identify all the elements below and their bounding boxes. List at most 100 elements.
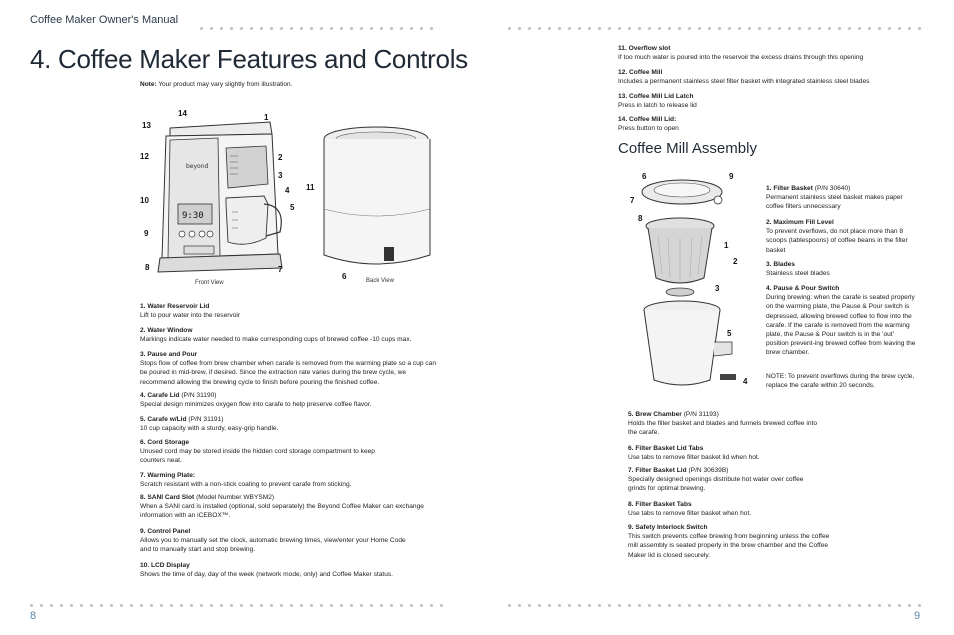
feature-6: 6. Cord Storage Unused cord may be store… — [140, 438, 400, 466]
front-callout-1: 1 — [264, 113, 269, 122]
dot — [708, 27, 711, 30]
feature-12: 12. Coffee Mill Includes a permanent sta… — [618, 68, 918, 86]
feature-3-desc: Stops flow of coffee from brew chamber w… — [140, 360, 437, 386]
dot — [150, 604, 153, 607]
feature-1-title: 1. Water Reservoir Lid — [140, 303, 210, 310]
dot — [350, 604, 353, 607]
dot — [868, 27, 871, 30]
assembly-item-3-desc: Stainless steel blades — [766, 270, 830, 278]
dot — [290, 604, 293, 607]
mill-part-5-title: 5. Brew Chamber — [628, 411, 682, 418]
assembly-note-desc: NOTE: To prevent overflows during the br… — [766, 373, 915, 390]
dot — [350, 27, 353, 30]
feature-6-desc: Unused cord may be stored inside the hid… — [140, 448, 375, 465]
dot — [420, 27, 423, 30]
dot — [798, 604, 801, 607]
dot — [828, 27, 831, 30]
brand-logo-text: beyond — [186, 163, 209, 170]
feature-7-title: 7. Warming Plate: — [140, 472, 196, 479]
assembly-item-4-desc: During brewing: when the carafe is seate… — [766, 294, 916, 357]
dot — [140, 604, 143, 607]
dot — [410, 27, 413, 30]
feature-13: 13. Coffee Mill Lid Latch Press in latch… — [618, 92, 918, 110]
dot — [60, 604, 63, 607]
dot — [718, 27, 721, 30]
front-callout-13: 13 — [142, 121, 151, 130]
dot — [628, 27, 631, 30]
mill-part-6-desc: Use tabs to remove filter basket lid whe… — [628, 454, 760, 462]
dot — [828, 604, 831, 607]
feature-2: 2. Water Window Markings indicate water … — [140, 326, 440, 344]
dot — [330, 604, 333, 607]
mill-callout-1: 1 — [724, 241, 729, 250]
front-callout-9: 9 — [144, 229, 149, 238]
dot — [240, 27, 243, 30]
mill-part-5: 5. Brew Chamber (P/N 31193) Holds the fi… — [628, 410, 828, 438]
dot — [440, 604, 443, 607]
dot — [608, 604, 611, 607]
dot — [528, 27, 531, 30]
front-view-caption: Front View — [195, 280, 224, 286]
dot — [688, 27, 691, 30]
front-callout-7: 7 — [278, 265, 283, 274]
dot — [818, 604, 821, 607]
note-text: Your product may vary slightly from illu… — [158, 81, 293, 88]
dot — [430, 27, 433, 30]
dot — [758, 27, 761, 30]
assembly-item-2-desc: To prevent overflows, do not place more … — [766, 228, 908, 254]
dot — [698, 604, 701, 607]
dot — [908, 604, 911, 607]
dot — [528, 604, 531, 607]
illustration-note: Note: Your product may vary slightly fro… — [140, 81, 292, 88]
top-left-dot-rule — [200, 27, 440, 31]
dot — [400, 604, 403, 607]
feature-1-desc: Lift to pour water into the reservoir — [140, 312, 241, 320]
coffee-maker-back-illustration — [323, 126, 431, 265]
dot — [838, 27, 841, 30]
assembly-note: NOTE: To prevent overflows during the br… — [766, 372, 916, 390]
page-number-left: 8 — [30, 610, 37, 622]
feature-4: 4. Carafe Lid (P/N 31190) Special design… — [140, 391, 440, 409]
coffee-maker-front-illustration: beyond 9:30 — [157, 121, 283, 273]
assembly-item-3: 3. Blades Stainless steel blades — [766, 260, 916, 278]
dot — [788, 27, 791, 30]
dot — [748, 27, 751, 30]
mill-part-8: 8. Filter Basket Tabs Use tabs to remove… — [628, 500, 868, 518]
mill-callout-4: 4 — [743, 377, 748, 386]
dot — [300, 604, 303, 607]
dot — [360, 604, 363, 607]
dot — [638, 27, 641, 30]
dot — [558, 27, 561, 30]
feature-5-title: 5. Carafe w/Lid — [140, 416, 187, 423]
dot — [200, 604, 203, 607]
dot — [518, 604, 521, 607]
assembly-item-1: 1. Filter Basket (P/N 30640) Permanent s… — [766, 184, 914, 212]
dot — [518, 27, 521, 30]
feature-3-title: 3. Pause and Pour — [140, 351, 198, 358]
assembly-item-1-title: 1. Filter Basket — [766, 185, 813, 192]
feature-9-desc: Allows you to manually set the clock, au… — [140, 537, 406, 554]
dot — [578, 27, 581, 30]
feature-3: 3. Pause and Pour Stops flow of coffee f… — [140, 350, 440, 387]
dot — [120, 604, 123, 607]
dot — [538, 604, 541, 607]
dot — [728, 604, 731, 607]
feature-6-title: 6. Cord Storage — [140, 439, 190, 446]
mill-part-7-desc: Specially designed openings distribute h… — [628, 476, 804, 493]
dot — [90, 604, 93, 607]
feature-10: 10. LCD Display Shows the time of day, d… — [140, 561, 450, 579]
dot — [598, 604, 601, 607]
dot — [220, 604, 223, 607]
dot — [888, 604, 891, 607]
dot — [678, 27, 681, 30]
dot — [858, 27, 861, 30]
mill-part-6: 6. Filter Basket Lid Tabs Use tabs to re… — [628, 444, 868, 462]
dot — [698, 27, 701, 30]
dot — [778, 27, 781, 30]
mill-part-7: 7. Filter Basket Lid (P/N 30639B) Specia… — [628, 466, 808, 494]
feature-11: 11. Overflow slot If too much water is p… — [618, 44, 918, 62]
dot — [768, 27, 771, 30]
bottom-right-dot-rule — [508, 604, 928, 608]
dot — [588, 27, 591, 30]
dot — [180, 604, 183, 607]
